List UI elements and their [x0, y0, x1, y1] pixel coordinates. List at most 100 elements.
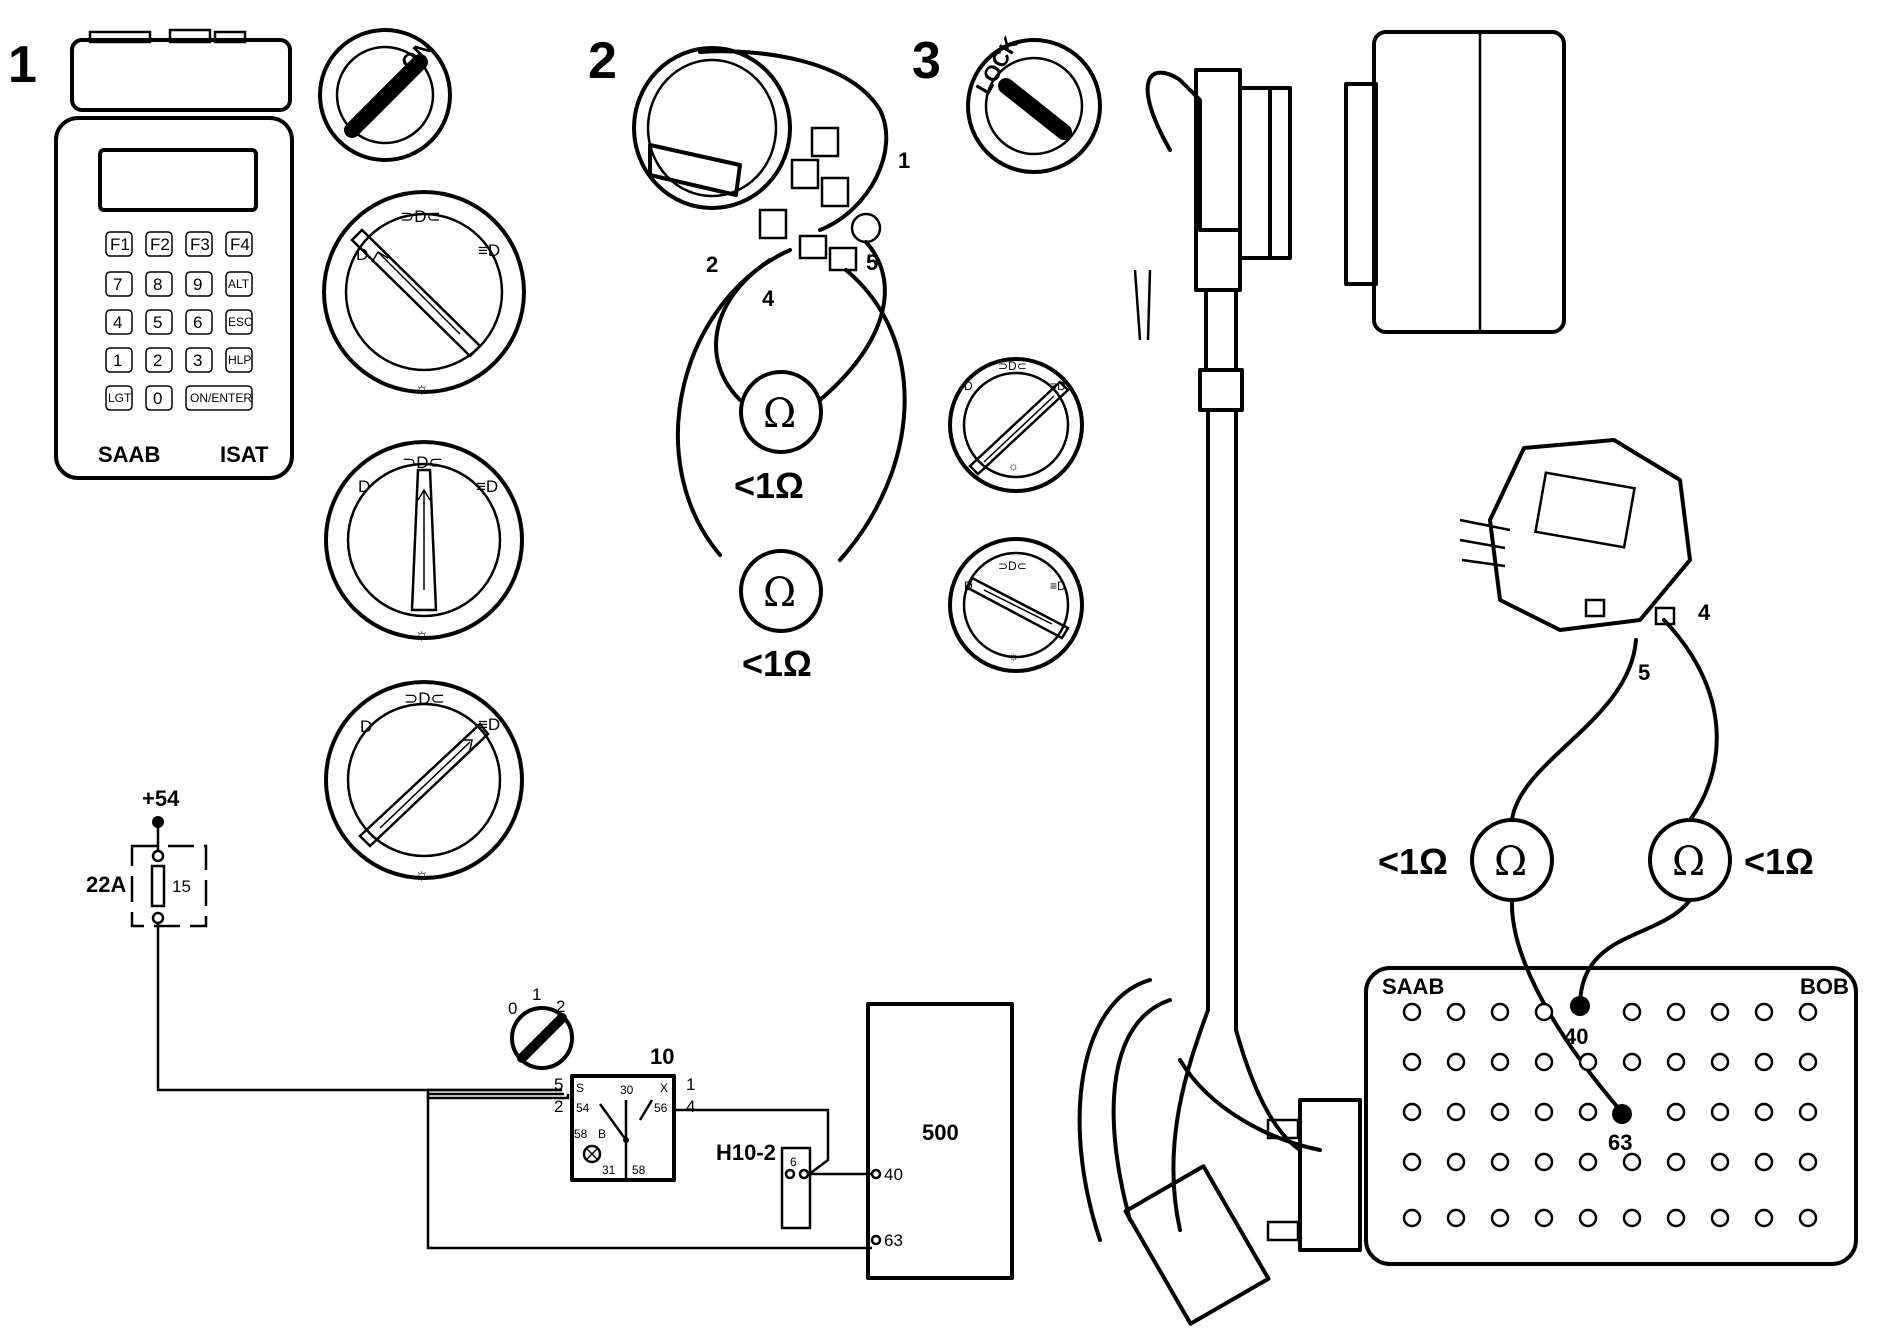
svg-text:☼: ☼ [1008, 649, 1019, 663]
breakout-box: SAAB BOB 40 63 [1364, 966, 1858, 1266]
switch-to-ecu-wire [674, 1108, 872, 1176]
svg-text:Ω: Ω [763, 570, 796, 616]
key-7: 7 [113, 275, 122, 294]
svg-text:58: 58 [632, 1163, 646, 1177]
light-switch-symbol: 0 1 2 10 5 2 1 4 S X 30 54 56 58 B 31 58 [508, 985, 695, 1182]
switch-pos-2: 2 [556, 997, 565, 1016]
tester-keypad: F1 F2 F3 F4 7 8 9 ALT 4 5 6 ESC 1 2 3 HL… [105, 231, 253, 411]
step-1-number: 1 [8, 36, 37, 94]
fuse-label: 15 [172, 877, 191, 896]
key-f1: F1 [110, 235, 130, 254]
key-8: 8 [153, 275, 162, 294]
svg-text:⊃D⊂: ⊃D⊂ [400, 207, 441, 226]
svg-text:31: 31 [602, 1163, 616, 1177]
switch-wire-2: 2 [554, 1097, 563, 1116]
step-2-number: 2 [588, 32, 617, 90]
key-alt: ALT [228, 277, 250, 291]
light-switch-knob-1-icon: ⊃D⊂ D ≡D ☼ [322, 190, 526, 398]
ecu-pin-63: 63 [884, 1231, 903, 1250]
key-hlp: HLP [228, 353, 251, 367]
light-switch-knob-small-2-icon: ⊃D⊂ D ≡D ☼ [948, 537, 1084, 673]
ohmmeter-4-icon: Ω [1648, 818, 1732, 902]
key-9: 9 [193, 275, 202, 294]
bob-name: BOB [1800, 974, 1849, 999]
switch-component-id: 10 [650, 1044, 674, 1069]
key-enter: ON/ENTER [190, 391, 252, 405]
bob-pin-40-label: 40 [1564, 1024, 1588, 1049]
ignition-lock-icon: LOCK [966, 32, 1102, 174]
fuse-holder-label: 22A [86, 872, 126, 897]
svg-text:B: B [598, 1127, 606, 1141]
ignition-on-icon: ON [318, 28, 452, 162]
svg-text:≡D: ≡D [1050, 379, 1066, 393]
switch-pin-2: 2 [706, 252, 718, 277]
connector-test-wires [1509, 618, 1719, 1112]
svg-text:≡D: ≡D [478, 241, 500, 260]
key-3: 3 [193, 351, 202, 370]
resistance-reading-4: <1Ω [1744, 841, 1814, 882]
ecu-500: 500 40 63 [866, 1002, 1014, 1280]
bob-pin-40-socket [1570, 996, 1590, 1016]
svg-text:D: D [964, 579, 973, 593]
switch-pos-0: 0 [508, 999, 517, 1018]
svg-text:D: D [964, 379, 973, 393]
tester-model: ISAT [220, 442, 269, 467]
connector-h10-2: H10-2 6 [716, 1140, 812, 1230]
switch-test-wires [676, 240, 907, 562]
bob-socket-grid [1402, 1002, 1818, 1228]
light-switch-housing [632, 46, 889, 272]
svg-text:≡D: ≡D [478, 715, 500, 734]
connector-pin-4: 4 [1698, 600, 1711, 625]
bob-pin-63-label: 63 [1608, 1130, 1632, 1155]
svg-text:Ω: Ω [1672, 839, 1705, 885]
svg-text:≡D: ≡D [1050, 579, 1066, 593]
key-1: 1 [113, 351, 122, 370]
control-unit-box [1344, 30, 1566, 334]
light-switch-knob-2-icon: ⊃D⊂ D ≡D ☼ [324, 440, 524, 644]
svg-text:S: S [576, 1081, 584, 1095]
switch-wire-1: 1 [686, 1075, 695, 1094]
key-f4: F4 [230, 235, 250, 254]
fuse-holder [130, 844, 208, 928]
connector-h10-2-label: H10-2 [716, 1140, 776, 1165]
svg-text:D: D [356, 245, 368, 264]
switch-wire-4: 4 [686, 1097, 695, 1116]
svg-text:58: 58 [574, 1127, 588, 1141]
tester-brand: SAAB [98, 442, 160, 467]
bob-cable [1077, 68, 1362, 1326]
resistance-reading-1: <1Ω [734, 465, 804, 506]
ohmmeter-3-icon: Ω [1470, 818, 1554, 902]
light-switch-knob-3-icon: ⊃D⊂ D ≡D ☼ [324, 680, 524, 884]
svg-text:☼: ☼ [414, 625, 430, 644]
key-f2: F2 [150, 235, 170, 254]
svg-text:30: 30 [620, 1083, 634, 1097]
svg-text:56: 56 [654, 1101, 668, 1115]
step-3-number: 3 [912, 32, 941, 90]
svg-text:Ω: Ω [1494, 839, 1527, 885]
key-4: 4 [113, 313, 122, 332]
ecu-label: 500 [922, 1120, 959, 1145]
key-6: 6 [193, 313, 202, 332]
supply-label: +54 [142, 786, 180, 811]
svg-text:☼: ☼ [1008, 459, 1019, 473]
ohmmeter-1-icon: Ω [739, 370, 823, 454]
key-5: 5 [153, 313, 162, 332]
key-esc: ESC [228, 315, 253, 329]
svg-text:⊃D⊂: ⊃D⊂ [402, 453, 443, 472]
connector-pin-5: 5 [1638, 660, 1650, 685]
diagnostic-tester: F1 F2 F3 F4 7 8 9 ALT 4 5 6 ESC 1 2 3 HL… [54, 28, 294, 480]
svg-text:⊃D⊂: ⊃D⊂ [998, 559, 1027, 573]
resistance-reading-2: <1Ω [742, 643, 812, 684]
resistance-reading-3: <1Ω [1378, 841, 1448, 882]
switch-pin-4: 4 [762, 286, 775, 311]
svg-text:D: D [358, 477, 370, 496]
switch-pin-5: 5 [866, 250, 878, 275]
switch-connector [1459, 438, 1692, 632]
connector-h10-2-pin: 6 [790, 1155, 797, 1169]
svg-text:☼: ☼ [414, 865, 430, 884]
svg-text:⊃D⊂: ⊃D⊂ [404, 689, 445, 708]
wiring-schematic: +54 22A 15 [86, 786, 872, 1250]
svg-text:Ω: Ω [763, 391, 796, 437]
ohmmeter-2-icon: Ω [739, 549, 823, 633]
key-0: 0 [153, 389, 162, 408]
